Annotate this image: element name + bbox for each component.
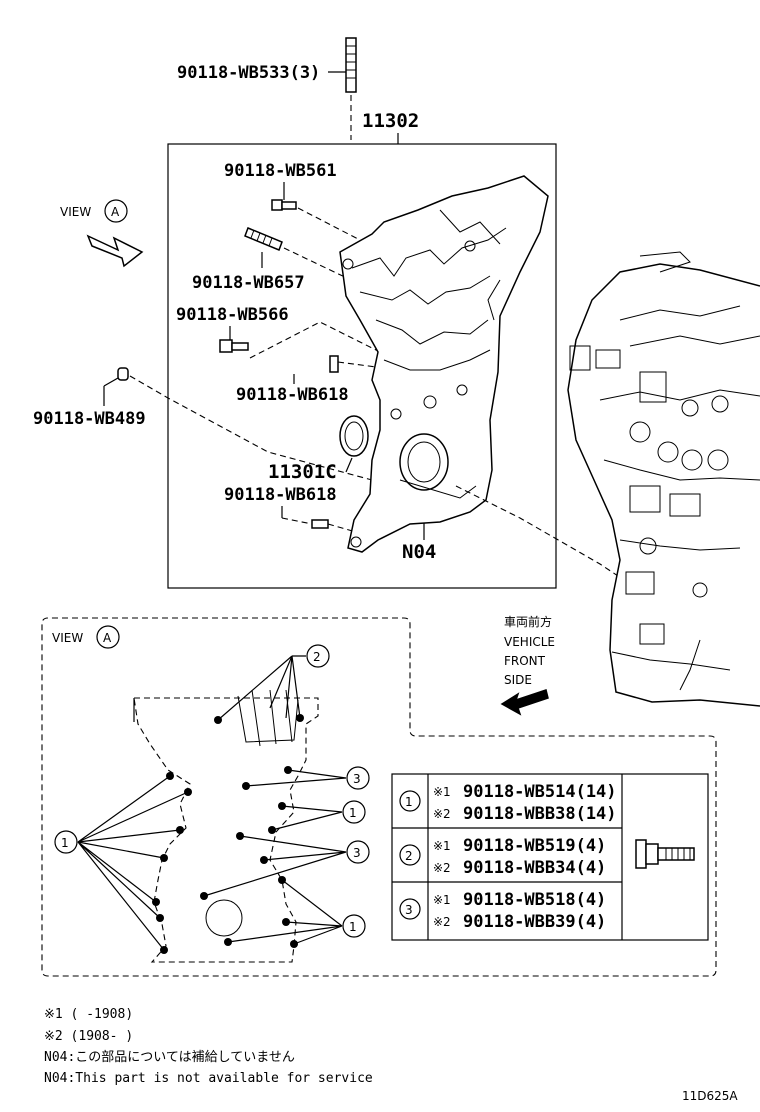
table-row1-part2[interactable]: 90118-WBB38(14) [463,804,617,824]
table-row3-part1[interactable]: 90118-WB518(4) [463,890,606,910]
table-row2-part2[interactable]: 90118-WBB34(4) [463,858,606,878]
direction-label-line2: FRONT [504,654,546,668]
bolt-561-illustration [271,199,297,211]
table-row1-mark1: ※1 [433,785,451,799]
assembly-frame [167,143,557,589]
flange-bolt-icon [635,839,695,869]
cover-outline-view-a [133,689,319,963]
view-letter-circle-detail [96,625,120,649]
direction-arrow-icon [500,689,549,716]
part-label-bolt-618b[interactable]: 90118-WB618 [224,485,337,505]
direction-label-line3: SIDE [504,673,532,687]
callout-1-left: 1 [61,836,69,850]
part-label-bolt-618a[interactable]: 90118-WB618 [236,385,349,405]
part-label-stud-657[interactable]: 90118-WB657 [192,273,305,293]
bolt-618b-illustration [311,519,329,529]
callout-circle-1-left [54,830,78,854]
part-label-bolt-566[interactable]: 90118-WB566 [176,305,289,325]
callout-circle-3-lower [346,840,370,864]
table-row3-mark2: ※2 [433,915,451,929]
bolt-618a-illustration [329,355,339,373]
bolt-566-illustration [219,339,249,353]
part-label-seal[interactable]: 11301C [268,461,337,483]
footnote-2: ※2 (1908- ) [44,1029,133,1044]
view-letter-top: A [111,205,120,219]
bolt-489-illustration [117,367,129,381]
view-arrow-icon [86,234,144,268]
table-row1-num: 1 [405,795,413,809]
view-letter-circle-top [104,199,128,223]
table-row2-part1[interactable]: 90118-WB519(4) [463,836,606,856]
bolt-table [391,773,709,941]
table-row1-part1[interactable]: 90118-WB514(14) [463,782,617,802]
view-label-detail: VIEW [52,631,83,645]
part-label-bolt-489[interactable]: 90118-WB489 [33,409,146,429]
view-letter-detail: A [103,631,112,645]
callout-1-lower: 1 [349,920,357,934]
callout-circle-3-upper [346,766,370,790]
footnote-3: N04:この部品については補給していません [44,1050,295,1065]
table-row1-mark2: ※2 [433,807,451,821]
seal-illustration [339,415,369,457]
part-label-bolt-561[interactable]: 90118-WB561 [224,161,337,181]
table-row2-num: 2 [405,849,413,863]
table-row3-part2[interactable]: 90118-WBB39(4) [463,912,606,932]
figure-id: 11D625A [682,1089,738,1103]
callout-2-top: 2 [313,650,321,664]
table-row2-mark2: ※2 [433,861,451,875]
table-row3-circle [399,898,421,920]
stud-657-illustration [244,227,283,251]
table-row1-circle [399,790,421,812]
view-label-top: VIEW [60,205,91,219]
callout-circle-1-middle [342,800,366,824]
timing-cover-illustration [339,175,549,553]
callout-circle-2-top [306,644,330,668]
part-label-stud-top[interactable]: 90118-WB533(3) [177,63,320,83]
callout-1-middle: 1 [349,806,357,820]
view-a-leaders [77,655,347,951]
engine-block-illustration [567,251,760,707]
view-a-bolt-points [152,714,304,954]
stud-top-illustration [345,37,357,140]
direction-label-line1: VEHICLE [504,635,555,649]
view-a-detail-frame [41,617,717,977]
table-row2-mark1: ※1 [433,839,451,853]
callout-3-lower: 3 [353,846,361,860]
footnote-4: N04:This part is not available for servi… [44,1071,373,1086]
part-label-assembly[interactable]: 11302 [362,110,419,132]
direction-label-jp: 車両前方 [504,614,552,629]
callout-3-upper: 3 [353,772,361,786]
table-row2-circle [399,844,421,866]
table-row3-mark1: ※1 [433,893,451,907]
footnote-1: ※1 ( -1908) [44,1007,133,1022]
table-row3-num: 3 [405,903,413,917]
callout-circle-1-lower [342,914,366,938]
part-label-cover[interactable]: N04 [402,541,436,563]
